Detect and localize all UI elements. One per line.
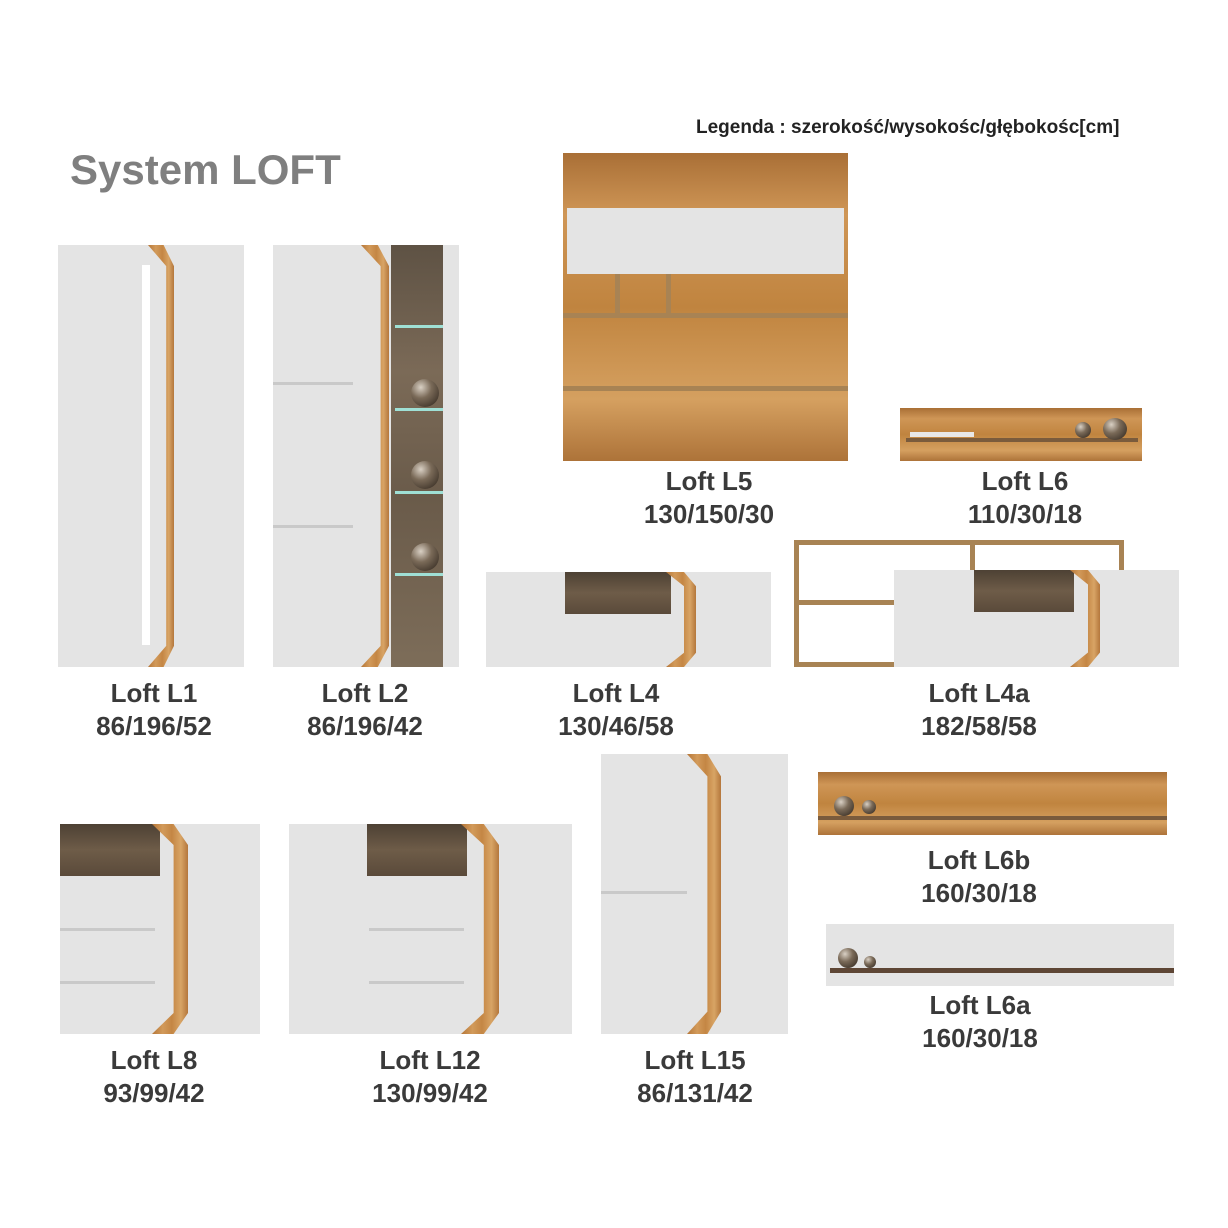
product-dims: 86/196/42 bbox=[307, 711, 423, 741]
product-dims: 160/30/18 bbox=[921, 878, 1037, 908]
product-dims: 182/58/58 bbox=[921, 711, 1037, 741]
product-name: Loft L1 bbox=[110, 678, 198, 708]
product-dims: 110/30/18 bbox=[967, 499, 1083, 529]
product-name: Loft L15 bbox=[644, 1045, 746, 1075]
caption-loft-l1: Loft L1 86/196/52 bbox=[96, 677, 212, 743]
product-image-loft-l6 bbox=[900, 408, 1142, 461]
product-image-loft-l1 bbox=[58, 245, 244, 667]
caption-loft-l15: Loft L15 86/131/42 bbox=[637, 1044, 753, 1110]
product-image-loft-l15 bbox=[601, 754, 788, 1034]
product-dims: 130/99/42 bbox=[372, 1078, 488, 1108]
caption-loft-l6a: Loft L6a 160/30/18 bbox=[922, 989, 1038, 1055]
product-dims: 160/30/18 bbox=[922, 1023, 1038, 1053]
caption-loft-l6: Loft L6 110/30/18 bbox=[968, 465, 1082, 531]
product-name: Loft L12 bbox=[379, 1045, 481, 1075]
caption-loft-l12: Loft L12 130/99/42 bbox=[372, 1044, 488, 1110]
product-image-loft-l2 bbox=[273, 245, 459, 667]
product-dims: 93/99/42 bbox=[103, 1078, 205, 1108]
caption-loft-l5: Loft L5 130/150/30 bbox=[644, 465, 774, 531]
product-name: Loft L2 bbox=[321, 678, 409, 708]
caption-loft-l4: Loft L4 130/46/58 bbox=[558, 677, 674, 743]
page-title: System LOFT bbox=[70, 146, 341, 193]
caption-loft-l4a: Loft L4a 182/58/58 bbox=[921, 677, 1037, 743]
product-image-loft-l4 bbox=[486, 572, 771, 667]
product-name: Loft L6a bbox=[929, 990, 1031, 1020]
legend-text: Legenda : szerokość/wysokośc/głębokośc[c… bbox=[696, 117, 1120, 138]
product-dims: 86/131/42 bbox=[637, 1078, 753, 1108]
caption-loft-l8: Loft L8 93/99/42 bbox=[103, 1044, 204, 1110]
product-name: Loft L6b bbox=[927, 845, 1031, 875]
caption-loft-l2: Loft L2 86/196/42 bbox=[307, 677, 423, 743]
product-image-loft-l4a bbox=[794, 540, 1179, 667]
product-name: Loft L5 bbox=[665, 466, 753, 496]
product-name: Loft L8 bbox=[110, 1045, 198, 1075]
product-image-loft-l12 bbox=[289, 824, 572, 1034]
product-name: Loft L4 bbox=[572, 678, 660, 708]
product-dims: 130/46/58 bbox=[558, 711, 674, 741]
product-name: Loft L4a bbox=[928, 678, 1030, 708]
product-image-loft-l8 bbox=[60, 824, 260, 1034]
product-image-loft-l5 bbox=[563, 153, 848, 461]
product-dims: 130/150/30 bbox=[643, 499, 775, 529]
caption-loft-l6b: Loft L6b 160/30/18 bbox=[921, 844, 1037, 910]
product-image-loft-l6a bbox=[826, 924, 1174, 986]
product-name: Loft L6 bbox=[981, 466, 1069, 496]
product-dims: 86/196/52 bbox=[96, 711, 212, 741]
product-image-loft-l6b bbox=[818, 772, 1167, 835]
